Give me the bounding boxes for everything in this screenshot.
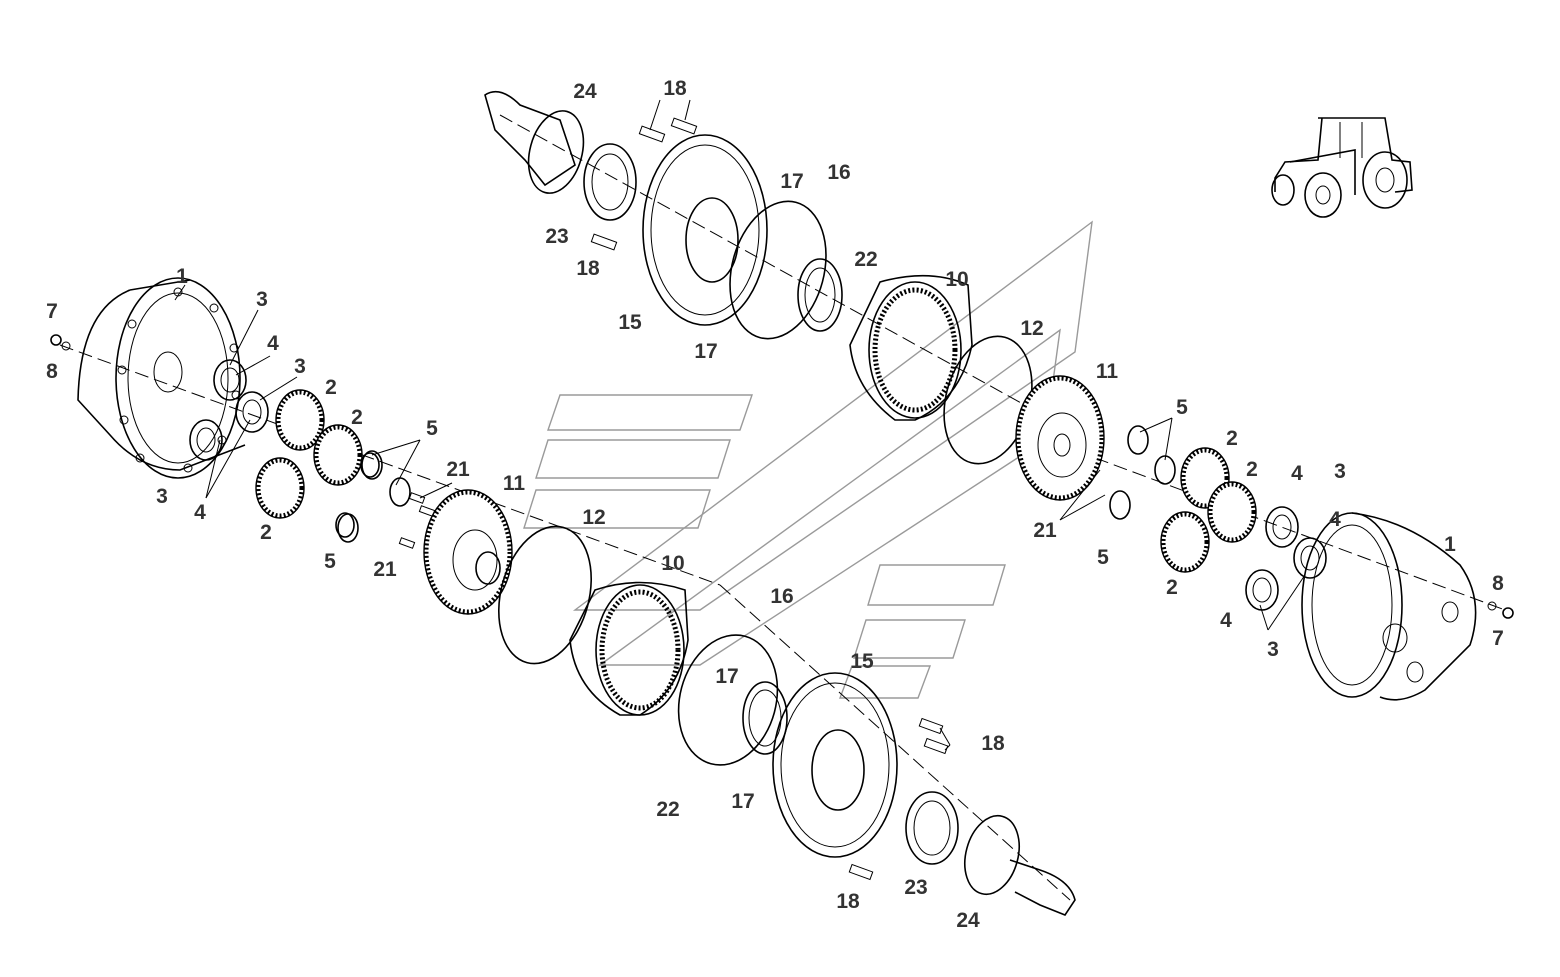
callout-label-16: 16 — [827, 161, 850, 184]
left-ring-gear — [497, 525, 689, 716]
callout-label-10: 10 — [945, 268, 968, 291]
callout-label-8: 8 — [46, 360, 58, 383]
callout-label-12: 12 — [1020, 317, 1043, 340]
callout-label-2: 2 — [1166, 576, 1178, 599]
bottom-hub-assembly — [677, 634, 1076, 916]
left-bearings — [50, 334, 269, 461]
callout-label-1: 1 — [1444, 533, 1456, 556]
callout-label-3: 3 — [256, 288, 268, 311]
callout-label-5: 5 — [324, 550, 336, 573]
callout-label-7: 7 — [46, 300, 58, 323]
callout-label-5: 5 — [426, 417, 438, 440]
callout-label-17: 17 — [780, 170, 803, 193]
callout-label-23: 23 — [545, 225, 568, 248]
callout-label-11: 11 — [503, 472, 526, 495]
callout-label-4: 4 — [267, 332, 279, 355]
callout-label-2: 2 — [260, 521, 272, 544]
callout-label-7: 7 — [1492, 627, 1504, 650]
callout-label-18: 18 — [663, 77, 687, 100]
watermark-logo — [523, 220, 1093, 699]
callout-label-21: 21 — [1033, 519, 1057, 542]
callout-label-11: 11 — [1096, 360, 1119, 383]
tractor-icon — [1271, 117, 1413, 218]
callout-label-18: 18 — [981, 732, 1005, 755]
callout-label-15: 15 — [850, 650, 874, 673]
callout-label-24: 24 — [956, 909, 980, 932]
callout-label-22: 22 — [854, 248, 877, 271]
callout-label-3: 3 — [1334, 460, 1346, 483]
left-bolts — [335, 452, 436, 549]
callout-label-17: 17 — [731, 790, 754, 813]
callout-label-17: 17 — [715, 665, 738, 688]
callout-label-3: 3 — [294, 355, 306, 378]
callout-label-2: 2 — [325, 376, 337, 399]
right-planet-gears — [1160, 447, 1257, 573]
right-housing — [1301, 512, 1477, 701]
right-bearings — [1245, 506, 1514, 619]
callout-label-5: 5 — [1176, 396, 1188, 419]
left-planet-carrier — [423, 489, 513, 615]
callout-label-22: 22 — [656, 798, 679, 821]
callout-label-18: 18 — [836, 890, 860, 913]
left-housing — [77, 277, 246, 479]
callout-label-4: 4 — [1329, 508, 1341, 531]
callout-label-8: 8 — [1492, 572, 1504, 595]
callout-label-2: 2 — [1226, 427, 1238, 450]
callout-label-24: 24 — [573, 80, 597, 103]
left-planet-gears — [255, 389, 411, 543]
callout-label-17: 17 — [694, 340, 717, 363]
callout-label-4: 4 — [194, 501, 206, 524]
callout-label-4: 4 — [1291, 462, 1303, 485]
callout-label-5: 5 — [1097, 546, 1109, 569]
callout-label-21: 21 — [373, 558, 397, 581]
callout-label-2: 2 — [1246, 458, 1258, 481]
callout-labels: 1122222233333444445555778810101111121215… — [46, 77, 1504, 932]
callout-label-3: 3 — [1267, 638, 1279, 661]
callout-label-4: 4 — [1220, 609, 1232, 632]
callout-label-3: 3 — [156, 485, 168, 508]
callout-label-23: 23 — [904, 876, 927, 899]
callout-label-10: 10 — [661, 552, 684, 575]
top-hub-assembly — [484, 90, 843, 340]
callout-label-1: 1 — [176, 265, 188, 288]
right-planet-carrier — [1015, 375, 1176, 520]
callout-label-18: 18 — [576, 257, 600, 280]
callout-label-16: 16 — [770, 585, 793, 608]
callout-label-12: 12 — [582, 506, 605, 529]
callout-label-21: 21 — [446, 458, 470, 481]
callout-label-15: 15 — [618, 311, 642, 334]
callout-label-2: 2 — [351, 406, 363, 429]
leader-lines — [174, 99, 1306, 751]
